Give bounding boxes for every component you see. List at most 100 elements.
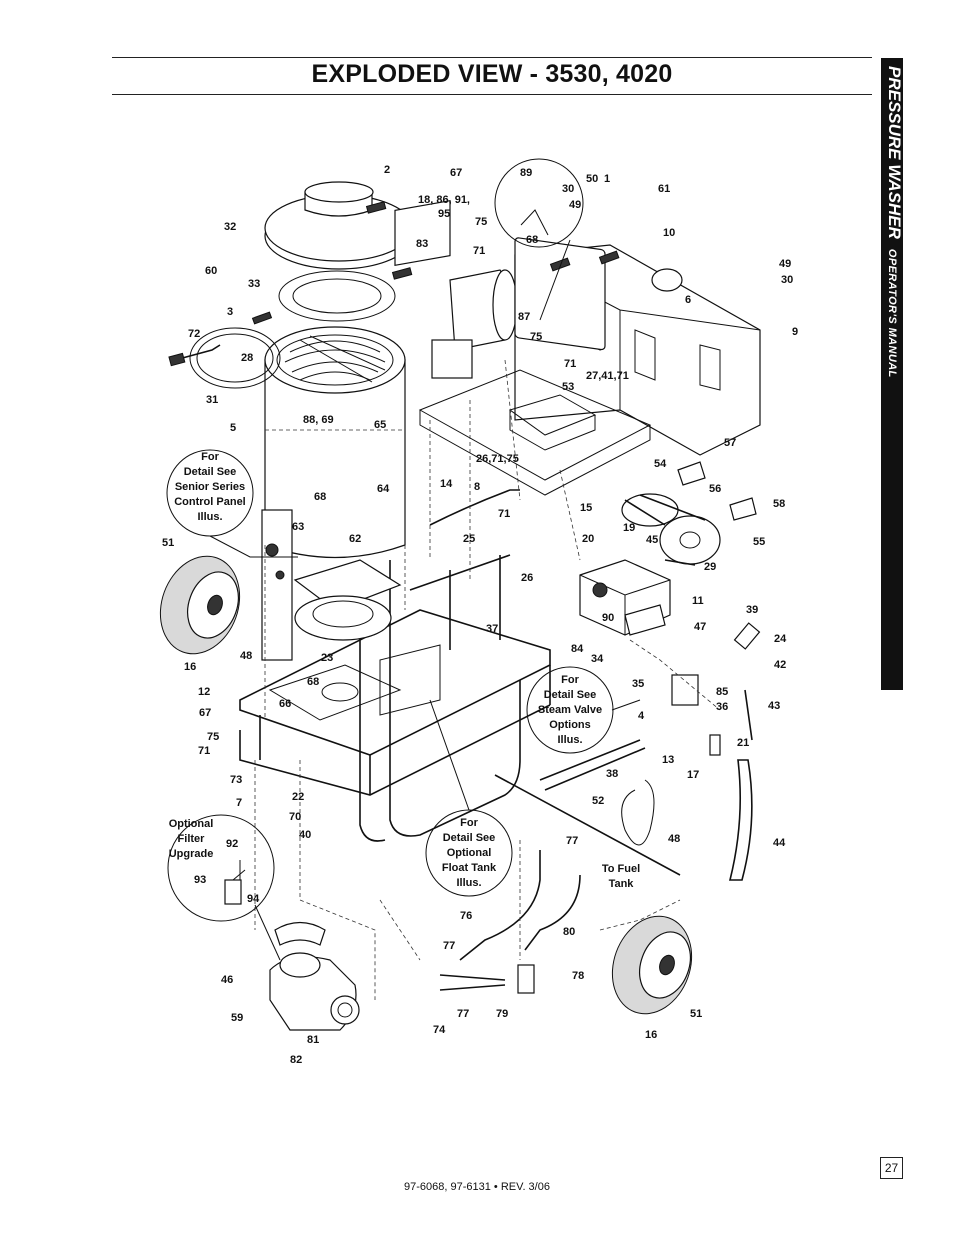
part-label: 28 [241,352,253,364]
part-label: 13 [662,754,674,766]
part-label: 71 [198,745,210,757]
part-label: 56 [709,483,721,495]
callout-line: Senior Series [175,481,245,493]
part-label: 75 [207,731,219,743]
part-label: 84 [571,643,584,655]
part-label: 48 [668,833,680,845]
callout-line: For [460,817,478,829]
callout-line: Steam Valve [538,704,602,716]
part-label: 63 [292,521,304,533]
part-label: 3 [227,306,233,318]
callout-line: Detail See [443,832,496,844]
part-label: 42 [774,659,786,671]
part-label: 45 [646,534,658,546]
callout-line: Detail See [184,466,237,478]
callout-line: Optional [447,847,492,859]
page-number: 27 [880,1157,903,1179]
part-label: 21 [737,737,749,749]
part-label: 46 [221,974,233,986]
part-label: 65 [374,419,386,431]
part-label: 38 [606,768,618,780]
part-label: 72 [188,328,200,340]
part-label: 74 [433,1024,446,1036]
part-label: 62 [349,533,361,545]
part-label: 78 [572,970,584,982]
callout-senior-control-panel: For Detail See Senior Series Control Pan… [174,451,246,523]
part-label: 76 [460,910,472,922]
part-label: 2 [384,164,390,176]
part-label: 14 [440,478,453,490]
part-label: 36 [716,701,728,713]
part-label: 49 [569,199,581,211]
part-label: 44 [773,837,786,849]
part-label: 58 [773,498,785,510]
part-label: 11 [692,595,704,607]
part-label: 51 [690,1008,702,1020]
callout-line: Optional [169,818,214,830]
part-label: 1 [604,173,610,185]
part-label: 75 [530,331,542,343]
callout-line: Illus. [456,877,481,889]
part-label: 81 [307,1034,319,1046]
part-label: 35 [632,678,644,690]
part-label: 10 [663,227,675,239]
callout-line: For [201,451,219,463]
part-label: 71 [473,245,485,257]
part-label: 16 [184,661,196,673]
part-label: 68 [307,676,319,688]
part-label: 12 [198,686,210,698]
part-label: 73 [230,774,242,786]
callout-line: To Fuel [602,863,640,875]
part-label: 22 [292,791,304,803]
part-label: 16 [645,1029,657,1041]
part-label: 27,41,71 [586,370,629,382]
part-label: 51 [162,537,174,549]
part-label: 59 [231,1012,243,1024]
part-label: 67 [450,167,462,179]
part-label: 95 [438,208,450,220]
part-label: 75 [475,216,487,228]
part-label: 94 [247,893,260,905]
part-label: 80 [563,926,575,938]
part-label: 34 [591,653,604,665]
callout-float-tank: For Detail See Optional Float Tank Illus… [442,817,497,889]
part-label: 88, 69 [303,414,334,426]
callout-line: Options [549,719,591,731]
part-label: 71 [498,508,510,520]
part-label: 55 [753,536,765,548]
callout-line: Upgrade [169,848,214,860]
part-label: 79 [496,1008,508,1020]
part-label: 90 [602,612,614,624]
part-label: 17 [687,769,699,781]
part-label: 89 [520,167,532,179]
part-label: 85 [716,686,728,698]
part-label: 77 [443,940,455,952]
diagram-drawing [159,158,761,1031]
part-label: 87 [518,311,530,323]
document-reference: 97-6068, 97-6131 • REV. 3/06 [404,1181,550,1193]
part-label: 54 [654,458,667,470]
callout-filter-upgrade: Optional Filter Upgrade [169,818,214,860]
part-label: 43 [768,700,780,712]
part-label: 30 [562,183,574,195]
page-title: EXPLODED VIEW - 3530, 4020 [311,60,673,88]
part-label: 37 [486,623,498,635]
part-label: 39 [746,604,758,616]
part-label: 32 [224,221,236,233]
part-label: 26,71,75 [476,453,519,465]
part-label: 25 [463,533,475,545]
part-label: 71 [564,358,576,370]
part-label: 31 [206,394,218,406]
part-label: 4 [638,710,645,722]
callout-line: Illus. [197,511,222,523]
part-label: 19 [623,522,635,534]
part-label: 70 [289,811,301,823]
callout-line: Tank [609,878,635,890]
side-tab: PRESSURE WASHEROPERATOR'S MANUAL [881,58,904,690]
part-label: 82 [290,1054,302,1066]
callout-fuel-tank: To Fuel Tank [602,863,640,890]
callout-steam-valve-options: For Detail See Steam Valve Options Illus… [538,674,602,746]
part-label: 83 [416,238,428,250]
callout-line: Control Panel [174,496,246,508]
